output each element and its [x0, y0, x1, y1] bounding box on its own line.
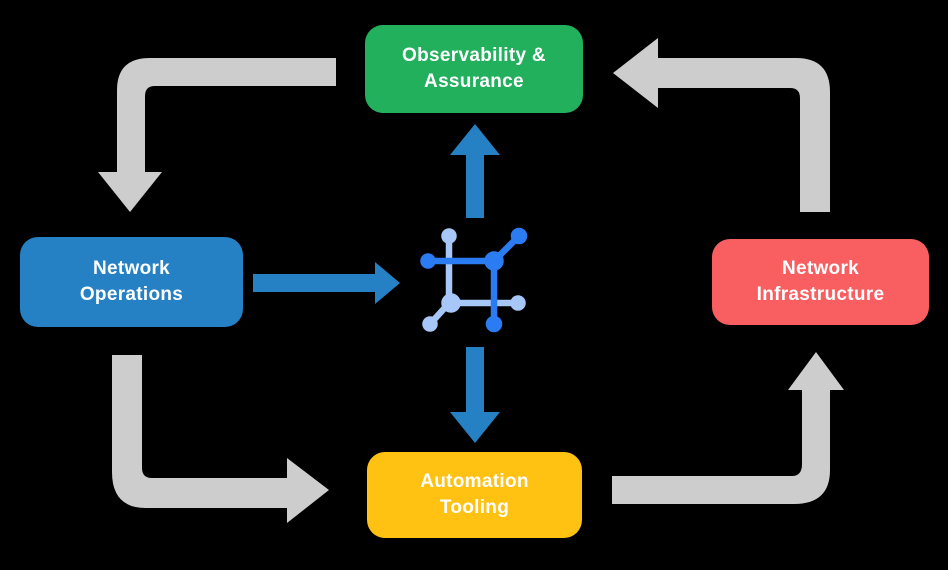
hub-arrow-right — [253, 262, 400, 304]
cycle-arrow-bottom-left — [112, 355, 329, 523]
cycle-arrow-top-right — [613, 38, 830, 212]
node-label-automation: Automation Tooling — [420, 471, 529, 518]
cycle-arrow-top-left — [98, 58, 336, 212]
icon-dark-strokes — [420, 227, 528, 333]
network-automation-icon — [420, 227, 528, 333]
hub-arrow-down — [450, 347, 500, 443]
cycle-arrow-bottom-right — [612, 352, 844, 504]
node-label-observability: Observability & Assurance — [402, 45, 546, 92]
node-network-operations: Network Operations — [20, 237, 243, 327]
icon-light-strokes — [422, 228, 526, 332]
node-automation-tooling: Automation Tooling — [367, 452, 582, 538]
hub-arrow-up — [450, 124, 500, 218]
node-label-operations: Network Operations — [79, 258, 184, 305]
node-network-infrastructure: Network Infrastructure — [712, 239, 929, 325]
node-observability-assurance: Observability & Assurance — [365, 25, 583, 113]
node-label-infrastructure: Network Infrastructure — [756, 258, 885, 305]
